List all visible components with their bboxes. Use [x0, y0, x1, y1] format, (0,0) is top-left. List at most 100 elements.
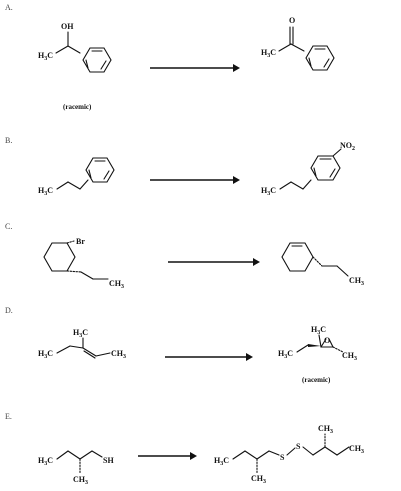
methyl-label: H3C — [38, 51, 53, 62]
oxygen-label: O — [289, 16, 295, 25]
nitro-label: NO2 — [340, 141, 355, 152]
problem-b-letter: B. — [5, 136, 12, 145]
bond — [69, 345, 84, 349]
hydroxyl-label: OH — [61, 22, 74, 31]
benzene-ring — [82, 47, 112, 73]
methyl-label-right: CH3 — [342, 351, 357, 362]
methyl-label-right: CH3 — [111, 349, 126, 360]
hashed-bond — [332, 346, 344, 353]
problem-a-reactant: OH H3C (racemic) — [38, 22, 112, 111]
problem-a-product: O H3C — [261, 16, 335, 71]
oxygen-label: O — [324, 336, 330, 345]
bond — [278, 43, 292, 52]
bond — [56, 181, 69, 190]
problem-c-letter: C. — [5, 222, 12, 231]
cyclohexene-ring — [281, 242, 314, 272]
methyl-label-left: H3C — [278, 349, 293, 360]
bromine-label: Br — [76, 237, 85, 246]
bond — [320, 338, 327, 348]
methyl-label: H3C — [261, 48, 276, 59]
benzene-ring — [310, 155, 341, 181]
sulfur-label-1: S — [280, 453, 285, 462]
cyclohexane-ring — [43, 242, 76, 272]
methyl-label-left: H3C — [38, 456, 53, 467]
problem-e-letter: E. — [5, 412, 12, 421]
bond — [79, 179, 89, 190]
racemic-note: (racemic) — [63, 103, 92, 111]
methyl-label-left: H3C — [214, 456, 229, 467]
double-bond — [82, 347, 97, 357]
bond — [296, 344, 309, 353]
thiol-label: SH — [103, 456, 114, 465]
bond — [79, 450, 93, 460]
bond — [244, 450, 258, 460]
bond — [336, 446, 350, 456]
bond — [56, 345, 71, 354]
bond — [91, 450, 103, 458]
hashed-bond — [66, 270, 82, 273]
problem-d-reactant: H3C H3C CH3 — [38, 328, 126, 360]
bond — [256, 450, 270, 460]
methyl-label-top: H3C — [73, 328, 88, 339]
bond — [336, 265, 349, 277]
problem-b-reactant: H3C — [38, 157, 115, 197]
bond — [56, 450, 69, 460]
methyl-label: CH3 — [349, 276, 364, 287]
problem-e-product: H3C CH3 S S CH3 CH3 — [214, 424, 364, 485]
bond — [312, 446, 326, 456]
disulfide-bond — [286, 447, 296, 456]
methyl-label-top: H3C — [311, 325, 326, 336]
double-bond — [83, 350, 96, 359]
bond — [279, 181, 292, 190]
arrow-head — [246, 353, 253, 361]
wedge-bond — [308, 344, 321, 347]
problem-b-product: H3C NO2 — [261, 141, 355, 197]
methyl-label-right: CH3 — [349, 444, 364, 455]
methyl-label: CH3 — [109, 279, 124, 290]
arrow-head — [233, 176, 240, 184]
problem-e: E. H3C CH3 SH H3C CH3 S S — [5, 412, 364, 486]
benzene-ring — [85, 157, 115, 183]
bond — [290, 43, 305, 52]
methyl-label-left: H3C — [38, 349, 53, 360]
problem-a-letter: A. — [5, 3, 13, 12]
hashed-bond — [66, 240, 75, 244]
problem-d: D. H3C H3C CH3 H3C H3C O CH3 — [5, 306, 357, 384]
methyl-label: H3C — [261, 186, 276, 197]
methyl-label-up: CH3 — [318, 424, 333, 435]
bond — [302, 446, 314, 456]
problem-a: A. OH H3C (racemic) O H3C — [5, 3, 335, 111]
problem-d-product: H3C H3C O CH3 (racemic) — [278, 325, 357, 384]
bond — [67, 181, 81, 190]
bond — [80, 271, 94, 280]
problem-c-reactant: Br CH3 — [43, 237, 124, 290]
bond — [232, 450, 246, 460]
problem-b: B. H3C H3C — [5, 136, 355, 197]
bond — [302, 179, 312, 190]
methyl-label-down: CH3 — [73, 475, 88, 486]
bond — [290, 181, 304, 190]
arrow-head — [190, 452, 197, 460]
bond — [324, 446, 338, 456]
methyl-label: H3C — [38, 186, 53, 197]
bond — [55, 45, 69, 54]
methyl-label-down: CH3 — [251, 474, 266, 485]
bond — [95, 352, 111, 357]
bond — [332, 148, 342, 157]
problem-c: C. Br CH3 CH3 — [5, 222, 364, 290]
sulfur-label-2: S — [296, 442, 301, 451]
problem-d-letter: D. — [5, 306, 13, 315]
arrow-head — [253, 258, 260, 266]
bond — [328, 338, 334, 348]
hashed-bond — [312, 256, 323, 267]
arrow-head — [233, 64, 240, 72]
bond — [67, 45, 81, 54]
benzene-ring — [305, 45, 335, 71]
bond — [318, 334, 322, 348]
bond — [268, 450, 280, 456]
racemic-note: (racemic) — [302, 376, 331, 384]
problem-e-reactant: H3C CH3 SH — [38, 450, 114, 486]
problem-c-product: CH3 — [281, 242, 364, 287]
bond — [67, 450, 81, 460]
